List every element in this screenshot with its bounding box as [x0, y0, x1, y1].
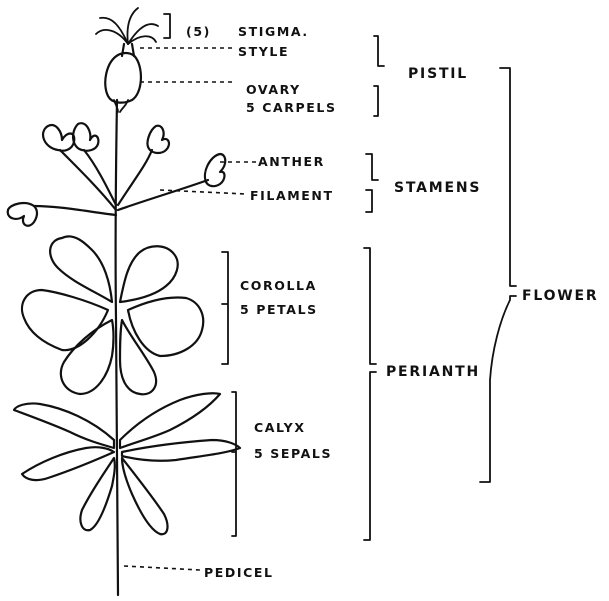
sepals-label: 5 SEPALS [254, 446, 332, 461]
carpels-label: 5 CARPELS [246, 100, 337, 115]
perianth-label: PERIANTH [386, 364, 480, 380]
stigma-label: STIGMA. [238, 24, 309, 39]
calyx-label: CALYX [254, 420, 306, 435]
flower-drawing [8, 8, 240, 595]
pedicel-label: PEDICEL [204, 565, 274, 580]
calyx-sepals [14, 393, 240, 534]
filament-label: FILAMENT [250, 188, 334, 203]
stigma-lobes [96, 8, 158, 44]
ovary [105, 53, 141, 103]
flower-label: FLOWER [522, 288, 598, 304]
anther-label: ANTHER [258, 154, 325, 169]
pistil-label: PISTIL [408, 66, 468, 82]
ovary-label: OVARY [246, 82, 301, 97]
corolla-label: COROLLA [240, 278, 317, 293]
pedicel-stem [116, 100, 118, 595]
petals-label: 5 PETALS [240, 302, 318, 317]
brackets [164, 14, 516, 540]
stamens-label: STAMENS [394, 180, 481, 196]
corolla-petals [22, 236, 203, 394]
stigma-count-label: (5) [186, 24, 211, 39]
style-label: STYLE [238, 44, 289, 59]
labels: (5) STIGMA. STYLE OVARY 5 CARPELS ANTHER… [186, 24, 598, 580]
